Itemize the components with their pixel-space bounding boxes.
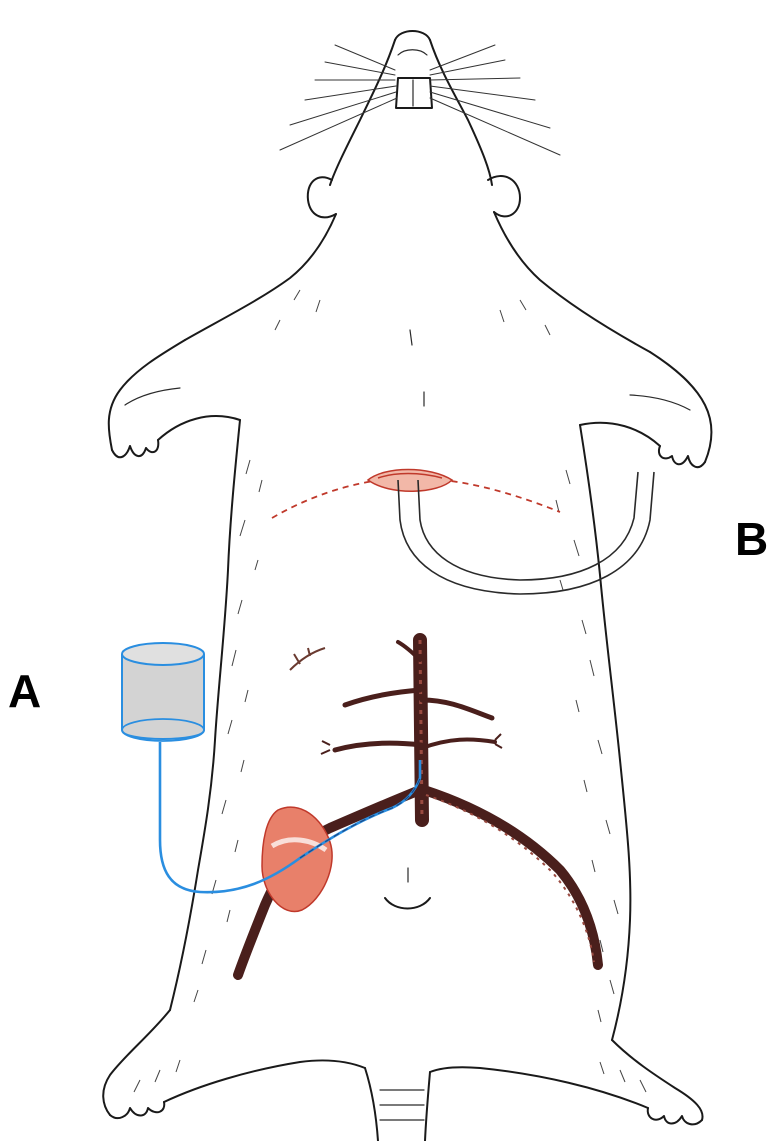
reservoir-cylinder [122,643,204,741]
whiskers [280,45,560,155]
incision-site [272,470,560,519]
fur-hatching [134,290,646,1092]
panel-label-a: A [8,668,41,714]
rat-body-outline [103,31,711,1141]
panel-label-b: B [735,516,768,562]
u-shaped-cannula [398,472,654,594]
